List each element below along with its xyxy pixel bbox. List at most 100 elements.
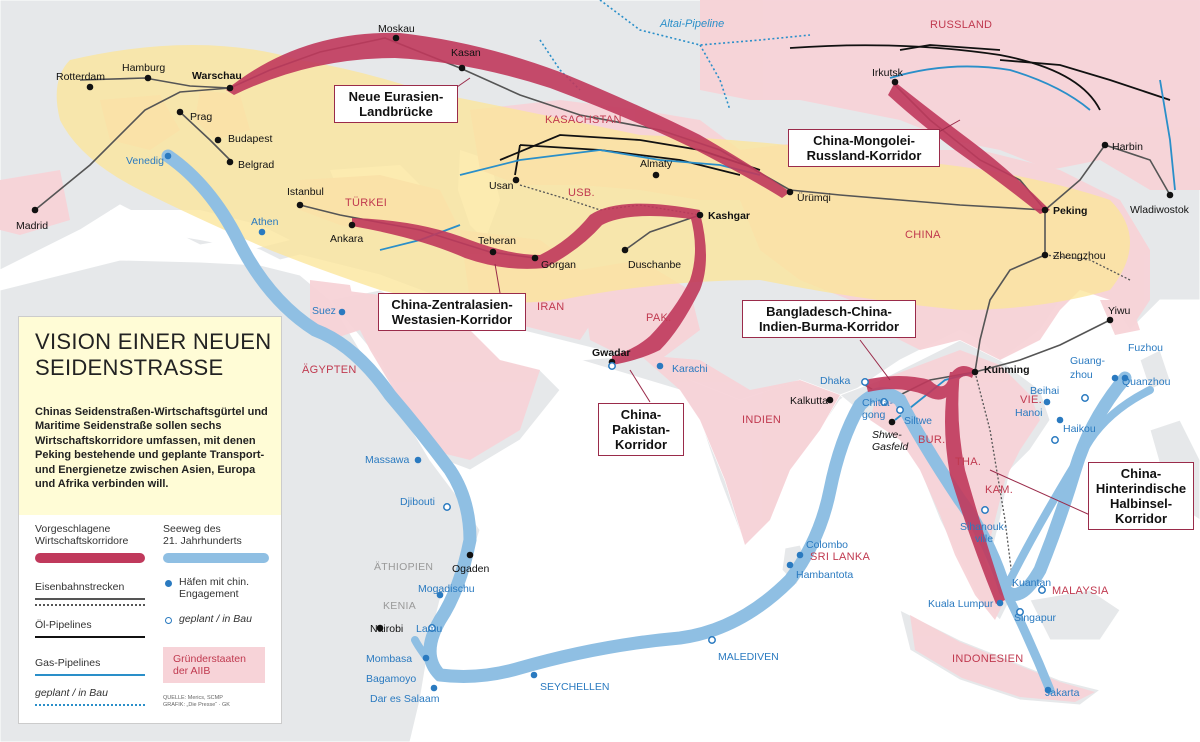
callout-mongolia-line1: China-Mongolei-	[813, 133, 915, 148]
economic-corridors	[226, 32, 1050, 604]
port-siltwe: Siltwe	[904, 415, 932, 427]
label-sri-lanka: SRI LANKA	[810, 551, 871, 563]
callout-eurasia-line1: Neue Eurasien-	[348, 89, 444, 104]
seaway-east-africa	[411, 636, 444, 679]
legend-source-line2: GRAFIK: „Die Presse“ · GK	[163, 702, 230, 708]
legend-rail-planned-swatch	[35, 604, 145, 606]
callout-bcim: Bangladesch-China- Indien-Burma-Korridor	[742, 300, 916, 338]
callout-china-indochina: China- Hinterindische Halbinsel- Korrido…	[1088, 462, 1194, 530]
callout-eurasia-landbridge: Neue Eurasien- Landbrücke	[334, 85, 458, 123]
callout-eurasia-line2: Landbrücke	[359, 104, 433, 119]
legend-seaway-line2: 21. Jahrhunderts	[163, 535, 242, 547]
callout-central-line1: China-Zentralasien-	[391, 297, 513, 312]
callout-pakistan-line2: Pakistan-	[612, 422, 670, 437]
city-madrid: Madrid	[16, 220, 48, 232]
legend-intro-block: Chinas Seidenstraßen-Wirtschaftsgürtel u…	[19, 401, 281, 515]
label-aegypten: ÄGYPTEN	[302, 364, 357, 376]
port-mogadischu: Mogadischu	[418, 583, 475, 595]
label-kasachstan: KASACHSTAN	[545, 114, 622, 126]
city-kasan: Kasan	[451, 47, 481, 59]
city-kalkutta: Kalkutta	[790, 395, 828, 407]
city-yiwu: Yiwu	[1108, 305, 1131, 317]
port-chittagong-line2: gong	[862, 409, 886, 421]
city-harbin: Harbin	[1112, 141, 1143, 153]
city-gwadar: Gwadar	[592, 347, 631, 359]
legend-rail-label: Eisenbahnstrecken	[35, 581, 125, 593]
port-kuantan: Kuantan	[1012, 577, 1051, 589]
callout-china-mongolia-russia: China-Mongolei- Russland-Korridor	[788, 129, 940, 167]
port-hanoi: Hanoi	[1015, 407, 1042, 419]
callout-central-line2: Westasien-Korridor	[391, 312, 513, 327]
legend-planned-swatch	[35, 704, 145, 706]
label-bur: BUR.	[918, 434, 945, 446]
port-fuzhou: Fuzhou	[1128, 342, 1163, 354]
port-singapur: Singapur	[1014, 612, 1057, 624]
legend-panel: VISION EINER NEUEN SEIDENSTRASSE Chinas …	[18, 316, 282, 724]
seaway-jakarta	[1000, 585, 1055, 695]
city-kashgar: Kashgar	[708, 210, 750, 222]
legend-ports-line1: Häfen mit chin.	[179, 576, 250, 588]
legend-corridors-line1: Vorgeschlagene	[35, 523, 111, 535]
city-wladiwostok: Wladiwostok	[1130, 204, 1190, 216]
city-kunming: Kunming	[984, 364, 1030, 376]
legend-planned-label: geplant / in Bau	[35, 687, 108, 699]
label-aethiopien: ÄTHIOPIEN	[374, 561, 433, 573]
city-duschanbe: Duschanbe	[628, 259, 681, 271]
legend-ports-planned-label: geplant / in Bau	[179, 613, 252, 625]
port-colombo: Colombo	[806, 539, 848, 551]
label-usb: USB.	[568, 187, 595, 199]
label-russland: RUSSLAND	[930, 19, 992, 31]
city-nairobi: Nairobi	[370, 623, 403, 635]
legend-title-block: VISION EINER NEUEN SEIDENSTRASSE	[19, 317, 281, 401]
port-seychellen: SEYCHELLEN	[540, 681, 609, 693]
legend-ports-line2: Engagement	[179, 588, 239, 600]
callout-bcim-line2: Indien-Burma-Korridor	[758, 319, 900, 334]
legend-title: VISION EINER NEUEN SEIDENSTRASSE	[35, 329, 271, 381]
legend-rail-swatch	[35, 598, 145, 600]
city-labels: Moskau Kasan Rotterdam Hamburg Warschau …	[16, 23, 1190, 635]
port-guangzhou-line1: Guang-	[1070, 355, 1106, 367]
economic-belt	[56, 45, 1131, 310]
port-bagamoyo: Bagamoyo	[366, 673, 416, 685]
city-warschau: Warschau	[192, 70, 242, 82]
legend-oil-label: Öl-Pipelines	[35, 619, 92, 631]
city-budapest: Budapest	[228, 133, 272, 145]
label-vie: VIE.	[1020, 394, 1042, 406]
label-china: CHINA	[905, 229, 941, 241]
callout-indochina-line3: Halbinsel-	[1109, 496, 1173, 511]
city-hamburg: Hamburg	[122, 62, 165, 74]
callout-mongolia-line2: Russland-Korridor	[806, 148, 922, 163]
legend-source-line1: QUELLE: Merics, SCMP	[163, 695, 223, 701]
city-shwe-line2: Gasfeld	[872, 441, 909, 453]
port-kuala-lumpur: Kuala Lumpur	[928, 598, 994, 610]
label-indonesien: INDONESIEN	[952, 653, 1023, 665]
city-prag: Prag	[190, 111, 212, 123]
port-massawa: Massawa	[365, 454, 410, 466]
port-athen: Athen	[251, 216, 279, 228]
legend-source: QUELLE: Merics, SCMP GRAFIK: „Die Presse…	[163, 695, 230, 709]
city-ogaden: Ogaden	[452, 563, 490, 575]
label-indien: INDIEN	[742, 414, 781, 426]
city-teheran: Teheran	[478, 235, 516, 247]
port-hambantota: Hambantota	[796, 569, 853, 581]
legend-seaway-label: Seeweg des 21. Jahrhunderts	[163, 523, 242, 547]
port-chittagong-line1: Chitta-	[862, 397, 893, 409]
callout-china-pakistan: China- Pakistan- Korridor	[598, 403, 684, 456]
seaway-china-coast	[1001, 386, 1154, 594]
city-rotterdam: Rotterdam	[56, 71, 105, 83]
port-sihanoukville-line1: Sihanouk-	[960, 521, 1008, 533]
callout-indochina-line1: China-	[1120, 466, 1162, 481]
label-kam: KAM.	[985, 484, 1013, 496]
port-beihai: Beihai	[1030, 385, 1059, 397]
legend-gas-label: Gas-Pipelines	[35, 657, 101, 669]
legend-ports-label: Häfen mit chin. Engagement	[179, 576, 249, 600]
legend-seaway-line1: Seeweg des	[163, 523, 221, 535]
legend-corridors-label: Vorgeschlagene Wirtschaftskorridore	[35, 523, 128, 547]
legend-aiib-swatch	[163, 647, 265, 683]
port-dar-es-salaam: Dar es Salaam	[370, 693, 440, 705]
city-dots	[31, 34, 1174, 632]
legend-title-line2: SEIDENSTRASSE	[35, 355, 224, 380]
port-karachi: Karachi	[672, 363, 708, 375]
